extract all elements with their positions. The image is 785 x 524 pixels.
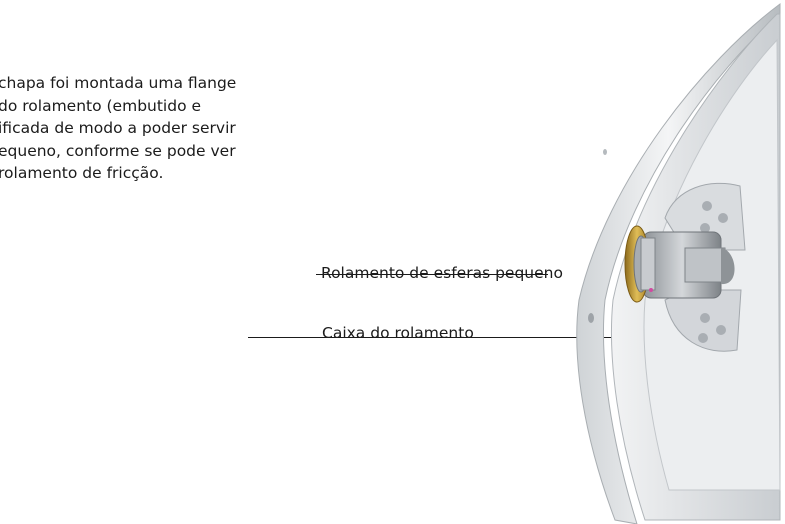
paragraph-line: equeno, conforme se pode ver <box>0 141 236 160</box>
callout-leader-ball-bearing <box>316 274 548 275</box>
body-paragraph: chapa foi montada uma flange do rolament… <box>0 72 318 185</box>
paragraph-line: do rolamento (embutido e <box>0 96 202 115</box>
flywheel-cutaway-illustration <box>576 3 781 524</box>
paragraph-line: ificada de modo a poder servir <box>0 119 236 137</box>
callout-label-bearing-housing: Caixa do rolamento <box>322 324 474 342</box>
paragraph-line: chapa foi montada uma flange <box>0 74 237 92</box>
paragraph-line: rolamento de fricção. <box>0 164 164 182</box>
flywheel-rim <box>576 3 781 524</box>
callout-leader-bearing-housing <box>248 337 677 338</box>
callout-label-ball-bearing: Rolamento de esferas pequeno <box>321 264 563 282</box>
